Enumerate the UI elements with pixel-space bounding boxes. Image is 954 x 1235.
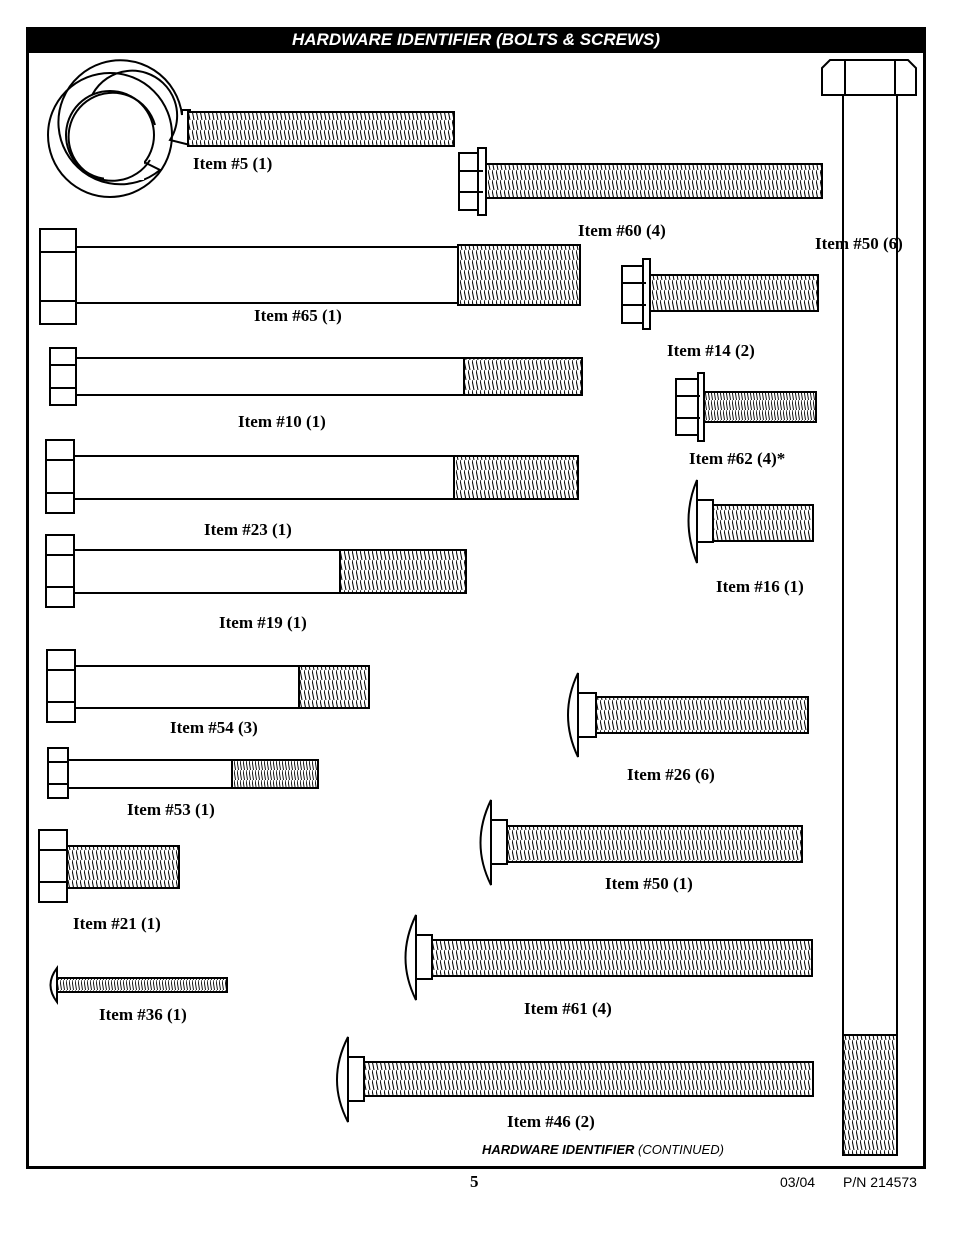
item-46-label: Item #46 (2) xyxy=(507,1112,595,1131)
continued-note: HARDWARE IDENTIFIER (CONTINUED) xyxy=(482,1142,724,1157)
footer-date: 03/04 xyxy=(780,1174,816,1190)
hex-bolt-10 xyxy=(49,347,583,406)
item-5-label: Item #5 (1) xyxy=(193,154,273,173)
item-50-label: Item #50 (1) xyxy=(605,874,693,893)
carriage-bolt-26 xyxy=(567,672,809,758)
carriage-bolt-50 xyxy=(479,799,803,886)
continued-title: HARDWARE IDENTIFIER xyxy=(482,1142,635,1157)
screw-36 xyxy=(49,965,228,1005)
continued-suffix: (CONTINUED) xyxy=(638,1142,724,1157)
eye-bolt-5 xyxy=(47,59,455,198)
item-53-label: Item #53 (1) xyxy=(127,800,215,819)
item-23-label: Item #23 (1) xyxy=(204,520,292,539)
item-21-label: Item #21 (1) xyxy=(73,914,161,933)
hex-bolt-21 xyxy=(38,829,180,903)
item-14-label: Item #14 (2) xyxy=(667,341,755,360)
carriage-bolt-61 xyxy=(404,914,813,1001)
part-number: P/N 214573 xyxy=(843,1174,917,1190)
item-54-label: Item #54 (3) xyxy=(170,718,258,737)
hex-bolt-19 xyxy=(45,534,467,608)
carriage-bolt-46 xyxy=(336,1036,814,1123)
item-19-label: Item #19 (1) xyxy=(219,613,307,632)
hex-bolt-53 xyxy=(47,747,319,799)
item-62-label: Item #62 (4)* xyxy=(689,449,786,468)
item-60-label: Item #60 (4) xyxy=(578,221,666,240)
hex-bolt-65 xyxy=(39,228,581,325)
item-10-label: Item #10 (1) xyxy=(238,412,326,431)
hex-bolt-54 xyxy=(46,649,370,723)
flange-bolt-14 xyxy=(621,258,819,330)
item-16-label: Item #16 (1) xyxy=(716,577,804,596)
page-header: HARDWARE IDENTIFIER (BOLTS & SCREWS) xyxy=(26,27,926,53)
flange-bolt-62 xyxy=(675,372,817,442)
carriage-bolt-16 xyxy=(687,479,814,564)
item-26-label: Item #26 (6) xyxy=(627,765,715,784)
flange-bolt-60 xyxy=(458,147,823,216)
item-61-label: Item #61 (4) xyxy=(524,999,612,1018)
item-36-label: Item #36 (1) xyxy=(99,1005,187,1024)
item-50-long-label: Item #50 (6) xyxy=(815,234,903,253)
long-bolt-50 xyxy=(821,59,917,1156)
page-number: 5 xyxy=(470,1172,479,1191)
hex-bolt-23 xyxy=(45,439,579,514)
item-65-label: Item #65 (1) xyxy=(254,306,342,325)
